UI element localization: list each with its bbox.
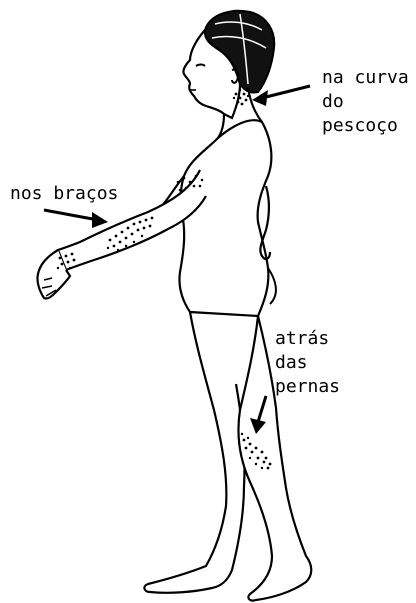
label-legs-line-1: atrás — [275, 327, 340, 351]
front-leg — [144, 312, 244, 593]
label-neck-line-1: na curva — [322, 66, 409, 90]
label-arms-line-1: nos braços — [10, 182, 118, 206]
arrow-arms — [44, 210, 108, 228]
label-legs-line-2: das — [275, 351, 340, 375]
label-arms: nos braços — [10, 182, 118, 206]
label-legs-line-3: pernas — [275, 375, 340, 399]
label-neck-line-2: do — [322, 90, 409, 114]
label-neck-line-3: pescoço — [322, 114, 409, 138]
label-neck-fold: na curva do pescoço — [322, 66, 409, 138]
label-behind-legs: atrás das pernas — [275, 327, 340, 399]
torso — [179, 120, 271, 316]
